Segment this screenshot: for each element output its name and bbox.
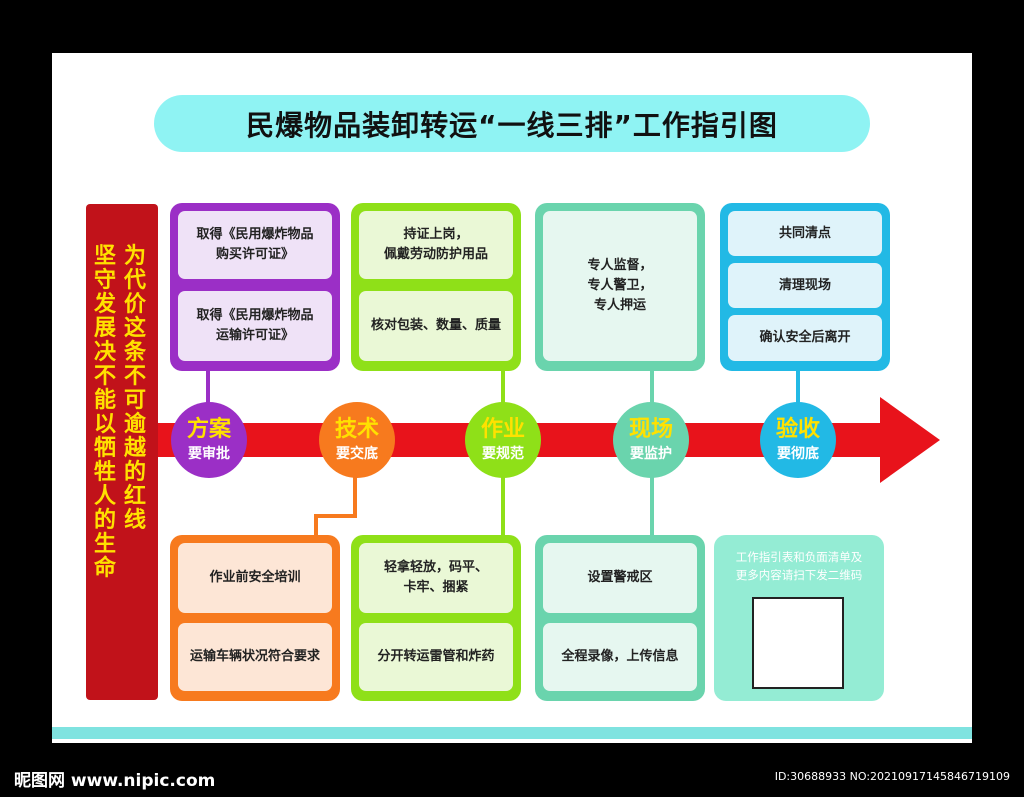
site-supervision: 专人监督， 专人警卫， 专人押运 (543, 211, 697, 361)
acceptance-leave: 确认安全后离开 (728, 315, 882, 361)
node-plan: 方案要审批 (171, 402, 247, 478)
connector-site-bottom (650, 476, 654, 536)
acceptance-clean: 清理现场 (728, 263, 882, 308)
tech-training: 作业前安全培训 (178, 543, 332, 613)
slogan-right-column: 为代价这条不可逾越的红线 (123, 244, 146, 533)
operation-certified-ppe: 持证上岗， 佩戴劳动防护用品 (359, 211, 513, 279)
connector-operation-bottom (501, 476, 505, 536)
plan-transport-permit: 取得《民用爆炸物品 运输许可证》 (178, 291, 332, 361)
connector-operation-top (501, 368, 505, 404)
connector-acceptance (796, 368, 800, 404)
acceptance-count: 共同清点 (728, 211, 882, 256)
node-site: 现场要监护 (613, 402, 689, 478)
connector-site-top (650, 368, 654, 404)
site-recording: 全程录像，上传信息 (543, 623, 697, 691)
node-operation: 作业要规范 (465, 402, 541, 478)
poster-title: 民爆物品装卸转运“一线三排”工作指引图 (154, 95, 870, 152)
plan-purchase-permit: 取得《民用爆炸物品 购买许可证》 (178, 211, 332, 279)
tech-vehicle: 运输车辆状况符合要求 (178, 623, 332, 691)
operation-handling: 轻拿轻放，码平、 卡牢、捆紧 (359, 543, 513, 613)
footer-watermark: 昵图网 www.nipic.com (14, 771, 216, 791)
connector-tech (314, 476, 357, 538)
slogan-panel (86, 204, 158, 700)
timeline-arrow (158, 397, 940, 483)
slogan-left-column: 坚守发展决不能以牺牲人的生命 (93, 244, 116, 581)
operation-check-packaging: 核对包装、数量、质量 (359, 291, 513, 361)
qr-note: 工作指引表和负面清单及 更多内容请扫下发二维码 (735, 550, 863, 582)
connector-plan (206, 368, 210, 404)
footer-id: ID:30688933 NO:20210917145846719109 (774, 770, 1010, 783)
node-acceptance: 验收要彻底 (760, 402, 836, 478)
bottom-strip (52, 727, 972, 739)
site-cordon: 设置警戒区 (543, 543, 697, 613)
node-tech: 技术要交底 (319, 402, 395, 478)
qr-code-placeholder[interactable] (752, 597, 844, 689)
operation-separate: 分开转运雷管和炸药 (359, 623, 513, 691)
